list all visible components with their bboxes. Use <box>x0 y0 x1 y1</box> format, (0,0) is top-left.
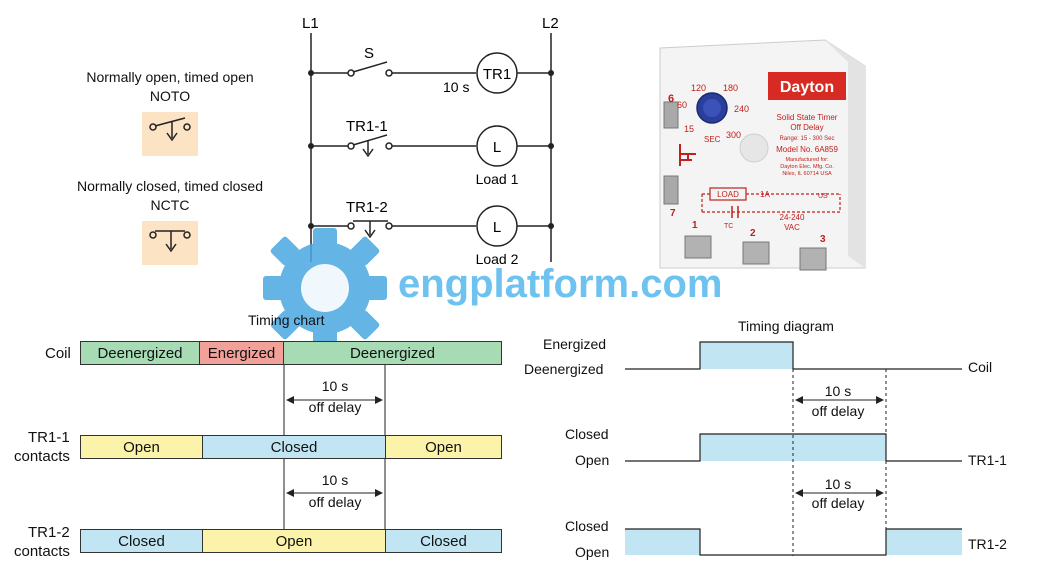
label-l1: L1 <box>302 15 319 32</box>
timing-diagram-waveforms <box>625 341 962 556</box>
tr12-bar-3: Closed <box>385 529 502 553</box>
dial-60: 60 <box>677 100 687 110</box>
nctc-contact-icon <box>149 230 191 253</box>
dial-unit: SEC <box>704 135 721 144</box>
amp-label: 1A <box>760 190 770 199</box>
dial-300: 300 <box>726 130 741 140</box>
ladder-diagram: L1 L2 S TR1 10 s TR1-1 L Load 1 TR1-2 L … <box>302 15 559 267</box>
label-l2: L2 <box>542 15 559 32</box>
terminal-3: 3 <box>820 234 826 245</box>
timing-diagram-title: Timing diagram <box>738 318 834 334</box>
tr12-high-label: Closed <box>565 518 609 534</box>
chart-delay1-label: off delay <box>308 399 362 415</box>
tr11-high-label: Closed <box>565 426 609 442</box>
dial-mult: 6 <box>668 93 674 105</box>
terminal-7: 7 <box>670 208 676 219</box>
coil-pulse <box>700 342 793 369</box>
voltage-label: 24-240 <box>780 213 805 222</box>
dial-180: 180 <box>723 83 738 93</box>
product-line2: Off Delay <box>790 123 823 132</box>
product-range: Range: 15 - 300 Sec <box>779 136 834 142</box>
noto-abbr: NOTO <box>149 88 191 104</box>
contact-tr1-1 <box>352 134 388 146</box>
chart-delay1-value: 10 s <box>321 378 349 394</box>
tr11-bar-3: Open <box>385 435 502 459</box>
tc-label: TC <box>724 223 733 230</box>
gear-icon <box>263 228 387 348</box>
tr11-name: TR1-1 <box>968 452 1007 468</box>
label-switch: S <box>364 45 374 62</box>
watermark-text: engplatform.com <box>398 262 723 306</box>
tr12-pulse-2 <box>886 529 962 555</box>
tr12-bar-2: Open <box>202 529 386 553</box>
nctc-abbr: NCTC <box>150 197 190 213</box>
product-mfr3: Niles, IL 60714 USA <box>782 171 832 177</box>
coil-bar-1: Deenergized <box>80 341 200 365</box>
tr12-label-2: contacts <box>14 543 70 560</box>
terminal-2: 2 <box>750 228 756 239</box>
label-lamp2: L <box>493 219 501 236</box>
product-mfr2: Dayton Elec. Mfg. Co. <box>780 164 834 170</box>
tr11-bar-1: Open <box>80 435 203 459</box>
diagram-delay2-label: off delay <box>811 495 865 511</box>
tr12-label-1: TR1-2 <box>28 524 70 541</box>
timer-product-photo: Dayton Solid State Timer Off Delay Range… <box>659 39 866 271</box>
brand-name: Dayton <box>780 79 834 96</box>
label-timer: TR1 <box>483 66 511 83</box>
label-load2: Load 2 <box>476 251 519 267</box>
noto-title: Normally open, timed open <box>86 69 254 85</box>
coil-bar-2: Energized <box>199 341 284 365</box>
coil-bar-3: Deenergized <box>283 341 502 365</box>
diagram-delay1-value: 10 s <box>824 383 852 399</box>
nctc-title: Normally closed, timed closed <box>77 178 263 194</box>
coil-name: Coil <box>968 359 993 375</box>
diagram-delay2-value: 10 s <box>824 476 852 492</box>
tr11-low-label: Open <box>575 452 610 468</box>
switch-s <box>352 61 388 73</box>
coil-label: Coil <box>45 345 71 362</box>
label-load1: Load 1 <box>476 171 519 187</box>
tr12-pulse-1 <box>625 529 700 555</box>
diagram-delay1-label: off delay <box>811 403 865 419</box>
chart-delay2-value: 10 s <box>321 472 349 488</box>
timing-chart-title: Timing chart <box>248 312 325 328</box>
coil-high-label: Energized <box>543 336 607 352</box>
tr12-bar-1: Closed <box>80 529 203 553</box>
tr11-label-2: contacts <box>14 448 70 465</box>
noto-contact-icon <box>149 117 191 142</box>
tr12-low-label: Open <box>575 544 610 560</box>
tr11-bar-2: Closed <box>202 435 386 459</box>
tr12-name: TR1-2 <box>968 536 1007 552</box>
product-mfr1: Manufactured for: <box>785 157 829 163</box>
terminal-1: 1 <box>692 220 698 231</box>
brand-badge <box>768 72 846 100</box>
tr11-label-1: TR1-1 <box>28 429 70 446</box>
label-timer-delay: 10 s <box>443 79 469 95</box>
timing-chart-delay-markers <box>283 365 386 529</box>
chart-delay2-label: off delay <box>308 494 362 510</box>
product-model: Model No. 6A859 <box>776 145 838 154</box>
label-contact2: TR1-2 <box>346 199 388 216</box>
coil-low-label: Deenergized <box>524 361 604 377</box>
dial-240: 240 <box>734 104 749 114</box>
dial-15: 15 <box>684 124 694 134</box>
nctc-symbol <box>142 221 198 265</box>
noto-symbol <box>142 112 198 156</box>
product-line1: Solid State Timer <box>777 113 838 122</box>
label-lamp1: L <box>493 139 501 156</box>
dial-120: 120 <box>691 83 706 93</box>
label-contact1: TR1-1 <box>346 118 388 135</box>
vac-label: VAC <box>784 223 800 232</box>
cert-label: US <box>818 193 828 200</box>
load-label: LOAD <box>717 190 739 199</box>
